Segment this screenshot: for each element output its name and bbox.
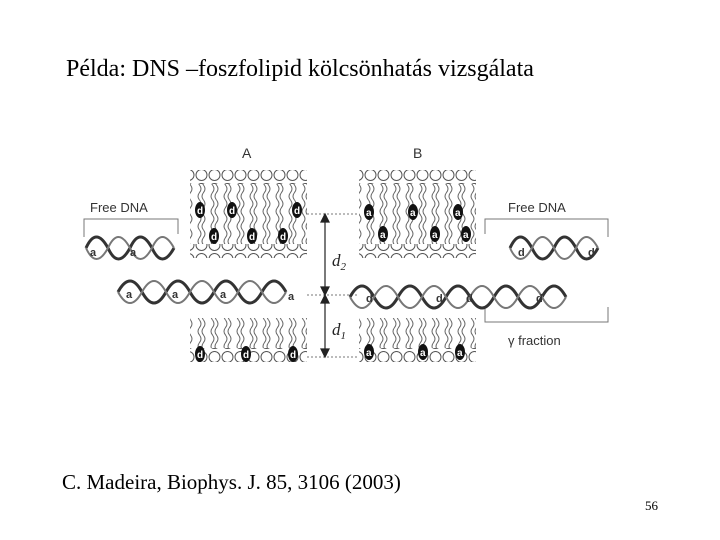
svg-text:d: d xyxy=(229,206,235,217)
svg-text:d: d xyxy=(197,350,203,361)
d1-label: d1 xyxy=(332,320,346,342)
svg-text:d: d xyxy=(588,247,595,259)
marker-a: a xyxy=(364,204,374,220)
marker-a: a xyxy=(453,204,463,220)
free-dna-right-bracket xyxy=(485,219,608,237)
svg-text:a: a xyxy=(463,230,469,241)
svg-text:a: a xyxy=(90,247,97,259)
svg-text:a: a xyxy=(126,289,133,301)
svg-text:a: a xyxy=(457,348,463,359)
marker-a: a xyxy=(430,226,440,242)
citation: C. Madeira, Biophys. J. 85, 3106 (2003) xyxy=(62,470,401,495)
bilayer-top-a xyxy=(190,170,307,258)
marker-d: d xyxy=(209,228,219,244)
svg-text:d: d xyxy=(518,247,525,259)
marker-d: d xyxy=(247,228,257,244)
spacing-arrows xyxy=(321,214,329,357)
svg-text:a: a xyxy=(455,208,461,219)
marker-d: d xyxy=(292,202,302,218)
marker-d: d xyxy=(288,346,298,362)
gamma-fraction-bracket xyxy=(485,307,608,322)
marker-a: a xyxy=(418,344,428,360)
marker-d: d xyxy=(227,202,237,218)
svg-text:d: d xyxy=(294,206,300,217)
marker-d: d xyxy=(195,346,205,362)
gamma-fraction-label: γ fraction xyxy=(508,333,561,348)
svg-text:d: d xyxy=(197,206,203,217)
free-dna-right-label: Free DNA xyxy=(508,200,566,215)
dna-lipid-figure: A B d2 d1 Free DNA Fr xyxy=(78,140,618,370)
dna-strand-middle-b-b xyxy=(350,286,566,308)
svg-text:a: a xyxy=(288,291,295,303)
svg-text:d: d xyxy=(211,232,217,243)
svg-text:d: d xyxy=(280,232,286,243)
svg-text:a: a xyxy=(380,230,386,241)
svg-text:a: a xyxy=(410,208,416,219)
panel-a-label: A xyxy=(242,145,252,161)
marker-d: d xyxy=(195,202,205,218)
svg-text:d: d xyxy=(243,350,249,361)
free-dna-left-bracket xyxy=(84,219,178,237)
svg-text:a: a xyxy=(130,247,137,259)
marker-a: a xyxy=(378,226,388,242)
svg-text:d: d xyxy=(249,232,255,243)
svg-text:d: d xyxy=(536,293,543,305)
dna-strand-middle-b xyxy=(350,286,566,308)
svg-text:a: a xyxy=(432,230,438,241)
svg-text:a: a xyxy=(366,348,372,359)
slide-title: Példa: DNS –foszfolipid kölcsönhatás viz… xyxy=(66,56,534,83)
svg-text:a: a xyxy=(366,208,372,219)
svg-text:d: d xyxy=(436,293,443,305)
svg-text:d: d xyxy=(366,293,373,305)
marker-a: a xyxy=(455,344,465,360)
svg-text:d: d xyxy=(466,293,473,305)
svg-text:d: d xyxy=(290,350,296,361)
marker-a: a xyxy=(461,226,471,242)
marker-d: d xyxy=(241,346,251,362)
d2-label: d2 xyxy=(332,251,347,273)
free-dna-left-label: Free DNA xyxy=(90,200,148,215)
svg-text:a: a xyxy=(220,289,227,301)
marker-a: a xyxy=(364,344,374,360)
marker-a: a xyxy=(408,204,418,220)
page-number: 56 xyxy=(645,498,658,514)
dna-strand-middle-a xyxy=(118,281,286,303)
svg-text:a: a xyxy=(172,289,179,301)
svg-text:a: a xyxy=(420,348,426,359)
panel-b-label: B xyxy=(413,145,422,161)
marker-d: d xyxy=(278,228,288,244)
